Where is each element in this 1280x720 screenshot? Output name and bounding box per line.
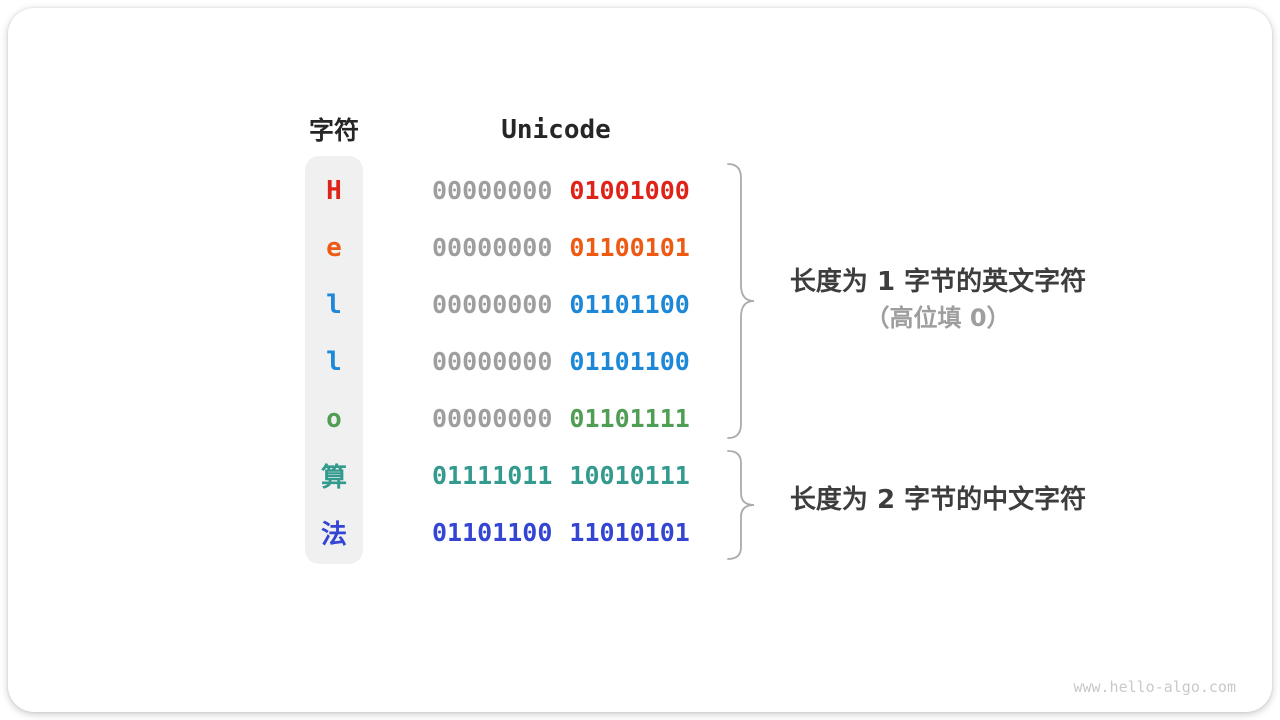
character-cell: l (326, 346, 342, 377)
unicode-low-byte: 01100101 (569, 233, 690, 262)
character-column-background (305, 156, 363, 564)
unicode-high-byte: 00000000 (432, 404, 553, 433)
table-row: l 00000000 01101100 (305, 276, 1005, 333)
annotation-english-line1: 长度为 1 字节的英文字符 (789, 267, 1087, 297)
unicode-high-byte: 00000000 (432, 290, 553, 319)
character-cell: e (326, 232, 342, 263)
annotation-chinese-group: 长度为 2 字节的中文字符 (789, 485, 1087, 515)
column-header-char: 字符 (308, 116, 359, 145)
unicode-low-byte: 01101111 (569, 404, 690, 433)
character-cell: l (326, 289, 342, 320)
encoding-table: H 00000000 01001000 e 00000000 01100101 … (305, 162, 1005, 561)
character-cell: H (326, 175, 342, 206)
unicode-high-byte: 00000000 (432, 347, 553, 376)
unicode-low-byte: 01101100 (569, 347, 690, 376)
unicode-high-byte: 01111011 (432, 461, 553, 490)
column-header-unicode: Unicode (501, 115, 611, 145)
annotation-english-group: 长度为 1 字节的英文字符 （高位填 0） (756, 264, 1120, 336)
table-row: H 00000000 01001000 (305, 162, 1005, 219)
table-row: l 00000000 01101100 (305, 333, 1005, 390)
character-cell: o (326, 403, 342, 434)
watermark-url: www.hello-algo.com (1073, 678, 1236, 696)
unicode-low-byte: 11010101 (569, 518, 690, 547)
table-row: 算 01111011 10010111 (305, 447, 1005, 504)
unicode-low-byte: 10010111 (569, 461, 690, 490)
unicode-high-byte: 00000000 (432, 176, 553, 205)
chinese-group-brace-icon (727, 450, 755, 560)
annotation-english-line2: （高位填 0） (865, 304, 1011, 332)
character-cell: 法 (320, 520, 347, 550)
unicode-low-byte: 01001000 (569, 176, 690, 205)
figure-card: 字符 Unicode H 00000000 01001000 e 0000000… (8, 8, 1272, 712)
english-group-brace-icon (727, 163, 755, 439)
table-row: o 00000000 01101111 (305, 390, 1005, 447)
character-cell: 算 (320, 463, 347, 493)
unicode-high-byte: 00000000 (432, 233, 553, 262)
unicode-low-byte: 01101100 (569, 290, 690, 319)
table-row: 法 01101100 11010101 (305, 504, 1005, 561)
table-row: e 00000000 01100101 (305, 219, 1005, 276)
unicode-high-byte: 01101100 (432, 518, 553, 547)
